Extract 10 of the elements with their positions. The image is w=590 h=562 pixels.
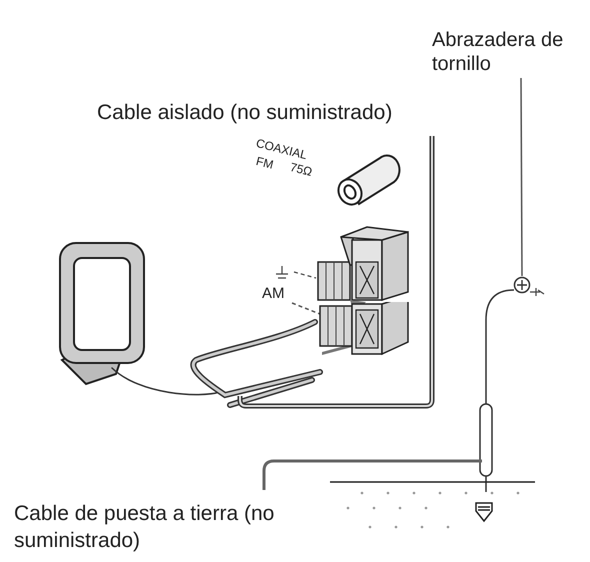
- terminal-label: 75Ω: [288, 160, 314, 179]
- screw-clamp-icon: [513, 276, 531, 294]
- callout-label: AM: [262, 284, 286, 304]
- callout-label: Cable aislado (no suministrado): [97, 100, 394, 126]
- callout-label: Abrazadera de tornillo: [432, 28, 564, 76]
- callout-label: Cable de puesta a tierra (no suministrado): [14, 501, 276, 554]
- terminal-label: FM: [254, 154, 275, 172]
- leader-line: [292, 302, 320, 315]
- am-terminal-drawing: [318, 302, 410, 356]
- leader-line: [520, 78, 523, 276]
